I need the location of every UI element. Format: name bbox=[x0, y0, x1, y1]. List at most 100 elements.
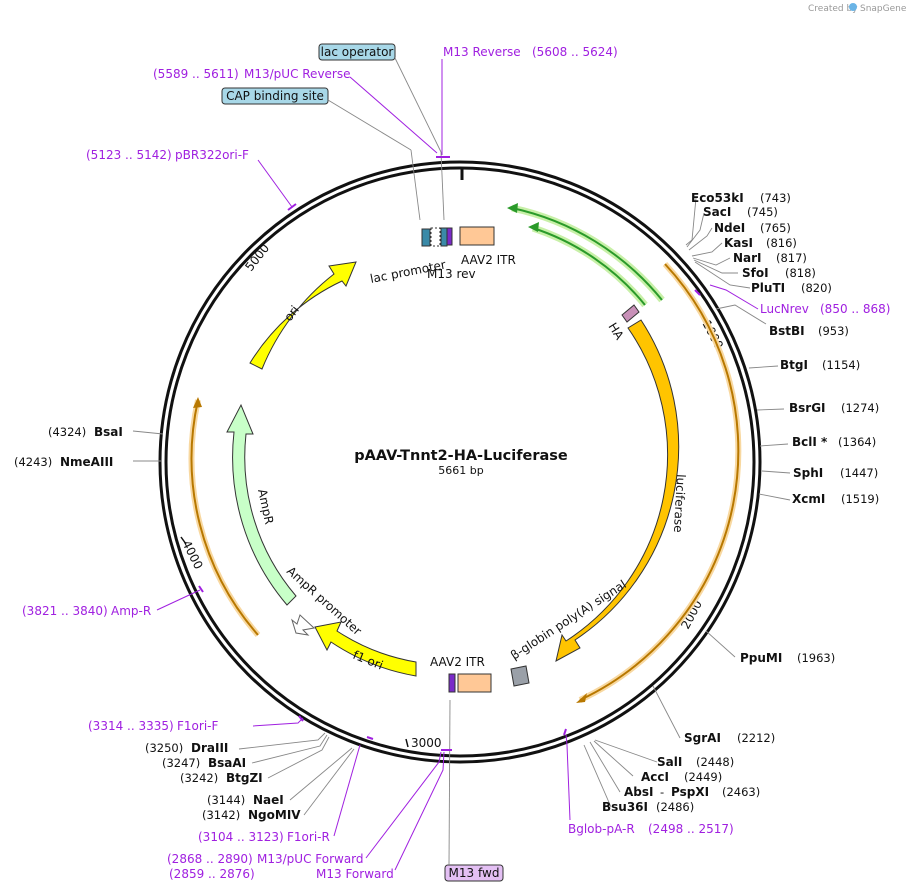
cap-site-leader-2 bbox=[410, 149, 421, 221]
enzyme-bstbi: BstBI bbox=[769, 324, 805, 338]
enzyme-btgzi: BtgZI bbox=[226, 771, 263, 785]
cap-site-box-label: CAP binding site bbox=[226, 89, 324, 103]
pbr322ori-range: (5123 .. 5142) bbox=[86, 148, 172, 162]
ori-feature[interactable] bbox=[249, 261, 357, 370]
tick-4000: 4000 bbox=[179, 538, 205, 572]
enzyme-sfoi-pos: (818) bbox=[785, 266, 816, 280]
aav2-itr-top-label: AAV2 ITR bbox=[461, 253, 516, 267]
m13-puc-forward-leader bbox=[365, 751, 442, 859]
enzyme-sphi-pos: (1447) bbox=[840, 466, 878, 480]
enzyme-bsaai: BsaAI bbox=[208, 756, 246, 770]
bglob-marker bbox=[563, 728, 567, 736]
enzyme-bsaai-pos: (3247) bbox=[162, 756, 200, 770]
cap-site-box[interactable] bbox=[221, 87, 329, 105]
aav2-itr-bottom-feature[interactable] bbox=[457, 673, 492, 693]
pbr322ori-leader bbox=[257, 159, 293, 208]
f1-ori-feature[interactable] bbox=[314, 621, 417, 677]
snapgene-logo-icon bbox=[849, 3, 857, 11]
green-arrow-outer bbox=[511, 207, 663, 301]
lac-operator-leader bbox=[394, 57, 442, 153]
enzyme-bsu36i: Bsu36I bbox=[602, 800, 648, 814]
snapgene-brand: SnapGene bbox=[860, 4, 907, 14]
m13-rev-feature[interactable] bbox=[446, 227, 453, 246]
m13-puc-reverse-name: M13/pUC Reverse bbox=[244, 67, 351, 81]
green-arrow-inner bbox=[532, 227, 646, 306]
cap-site-feature[interactable] bbox=[430, 227, 441, 247]
primer-m13-forward-range: (2859 .. 2876) bbox=[169, 867, 255, 881]
enzyme-naei: NaeI bbox=[253, 793, 284, 807]
enzyme-naei-pos: (3144) bbox=[207, 793, 245, 807]
lac-operator-box[interactable] bbox=[318, 43, 396, 61]
tick-3000-mark bbox=[405, 738, 409, 748]
backbone-outer-ring bbox=[158, 160, 762, 764]
enzyme-ndei-pos: (765) bbox=[760, 221, 791, 235]
amp-r-leader bbox=[156, 589, 201, 611]
enzyme-saci: SacI bbox=[703, 205, 731, 219]
m13-puc-reverse-leader bbox=[349, 76, 438, 154]
primer-lucnrev-range: (850 .. 868) bbox=[820, 302, 890, 316]
enzyme-bsai: BsaI bbox=[94, 425, 123, 439]
enzyme-ndei: NdeI bbox=[714, 221, 745, 235]
f1ori-f-marker bbox=[298, 715, 304, 722]
m13-fwd-box-label: M13 fwd bbox=[449, 866, 500, 880]
cap-site-leader bbox=[327, 99, 412, 151]
enzyme-draiii-pos: (3250) bbox=[145, 741, 183, 755]
pbr322ori-name: pBR322ori-F bbox=[175, 148, 249, 162]
m13-reverse-range: (5608 .. 5624) bbox=[532, 45, 618, 59]
primer-f1ori-r-range: (3104 .. 3123) bbox=[198, 830, 284, 844]
m13-fwd-box[interactable] bbox=[444, 864, 504, 882]
right-enzyme-labels: Eco53kI (743) SacI (745) NdeI (765) KasI… bbox=[568, 191, 890, 836]
enzyme-bcli: BclI * bbox=[792, 435, 828, 449]
enzyme-btgzi-pos: (3242) bbox=[180, 771, 218, 785]
ampr-feature[interactable] bbox=[226, 403, 297, 606]
primer-m13-puc-forward-name: M13/pUC Forward bbox=[257, 852, 364, 866]
ampr-label: AmpR bbox=[255, 488, 276, 526]
primer-lucnrev-name: LucNrev bbox=[760, 302, 809, 316]
primer-f1ori-r-name: F1ori-R bbox=[287, 830, 330, 844]
enzyme-sfoi: SfoI bbox=[742, 266, 769, 280]
lac-operator-leader-2 bbox=[440, 151, 445, 221]
enzyme-sgrai-pos: (2212) bbox=[737, 731, 775, 745]
aav2-itr-top-feature[interactable] bbox=[459, 226, 495, 246]
enzyme-nmeaiii: NmeAIII bbox=[60, 455, 113, 469]
primer-bglob-range: (2498 .. 2517) bbox=[648, 822, 734, 836]
lac-operator-feature[interactable] bbox=[440, 227, 448, 247]
f1ori-r-leader bbox=[333, 744, 361, 837]
luciferase-feature[interactable] bbox=[555, 319, 680, 662]
enzyme-nmeaiii-pos: (4243) bbox=[14, 455, 52, 469]
primer-m13-puc-forward-range: (2868 .. 2890) bbox=[167, 852, 253, 866]
green-arrowhead-outer bbox=[507, 203, 518, 213]
plasmid-name: pAAV-Tnnt2-HA-Luciferase bbox=[354, 448, 568, 464]
enzyme-nari-pos: (817) bbox=[776, 251, 807, 265]
ha-label: HA bbox=[605, 320, 626, 343]
m13-fwd-feature[interactable] bbox=[448, 673, 456, 693]
enzyme-saci-pos: (745) bbox=[747, 205, 778, 219]
m13-rev-label: M13 rev bbox=[427, 267, 476, 281]
lac-promoter-feature[interactable] bbox=[421, 228, 431, 247]
aav2-itr-bottom-label: AAV2 ITR bbox=[430, 655, 485, 669]
orange-arrow-right bbox=[579, 263, 740, 701]
enzyme-bsrgi-pos: (1274) bbox=[841, 401, 879, 415]
enzyme-btgi-pos: (1154) bbox=[822, 358, 860, 372]
enzyme-bsai-pos: (4324) bbox=[48, 425, 86, 439]
svg-text:-: - bbox=[660, 785, 664, 799]
primer-bglob-name: Bglob-pA-R bbox=[568, 822, 635, 836]
f1ori-r-marker bbox=[366, 736, 374, 740]
enzyme-draiii: DraIII bbox=[191, 741, 228, 755]
enzyme-xcmi-pos: (1519) bbox=[841, 492, 879, 506]
enzyme-bcli-pos: (1364) bbox=[838, 435, 876, 449]
lucnrev-marker bbox=[694, 289, 701, 296]
globin-polya-feature[interactable] bbox=[510, 665, 530, 687]
m13-fwd-leader bbox=[448, 699, 451, 866]
tick-4000-mark bbox=[180, 536, 187, 545]
enzyme-acci-pos: (2449) bbox=[684, 770, 722, 784]
enzyme-ngomiv-pos: (3142) bbox=[202, 808, 240, 822]
orange-arrowhead-left bbox=[193, 397, 202, 408]
enzyme-ppumi: PpuMI bbox=[740, 651, 782, 665]
enzyme-xcmi: XcmI bbox=[792, 492, 825, 506]
enzyme-pspxi: PspXI bbox=[671, 785, 709, 799]
ampr-promoter-feature[interactable] bbox=[291, 614, 316, 636]
ha-feature[interactable] bbox=[621, 304, 640, 323]
